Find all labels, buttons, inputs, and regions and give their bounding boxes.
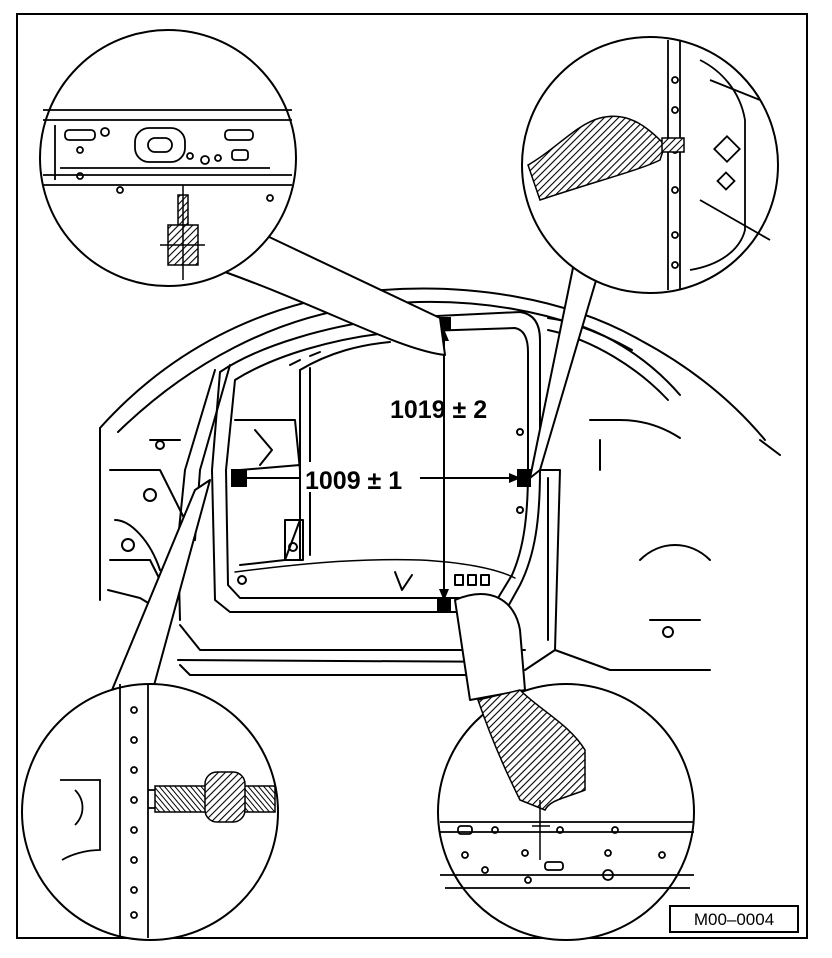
dimension-lines (231, 317, 531, 613)
callout-leaders (111, 234, 606, 701)
reference-code: M00–0004 (694, 910, 774, 929)
rear-sill-gauge-detail (39, 29, 297, 287)
diagram-frame (16, 13, 808, 939)
upper-right-pillar-gauge-detail (521, 36, 779, 294)
dimension-horizontal-label: 1009 ± 1 (305, 467, 402, 495)
reference-code-box (669, 905, 799, 933)
lower-right-sill-gauge-detail (437, 683, 695, 941)
lower-left-pillar-gauge-detail (21, 683, 279, 941)
dimension-vertical-label: 1019 ± 2 (390, 396, 487, 424)
